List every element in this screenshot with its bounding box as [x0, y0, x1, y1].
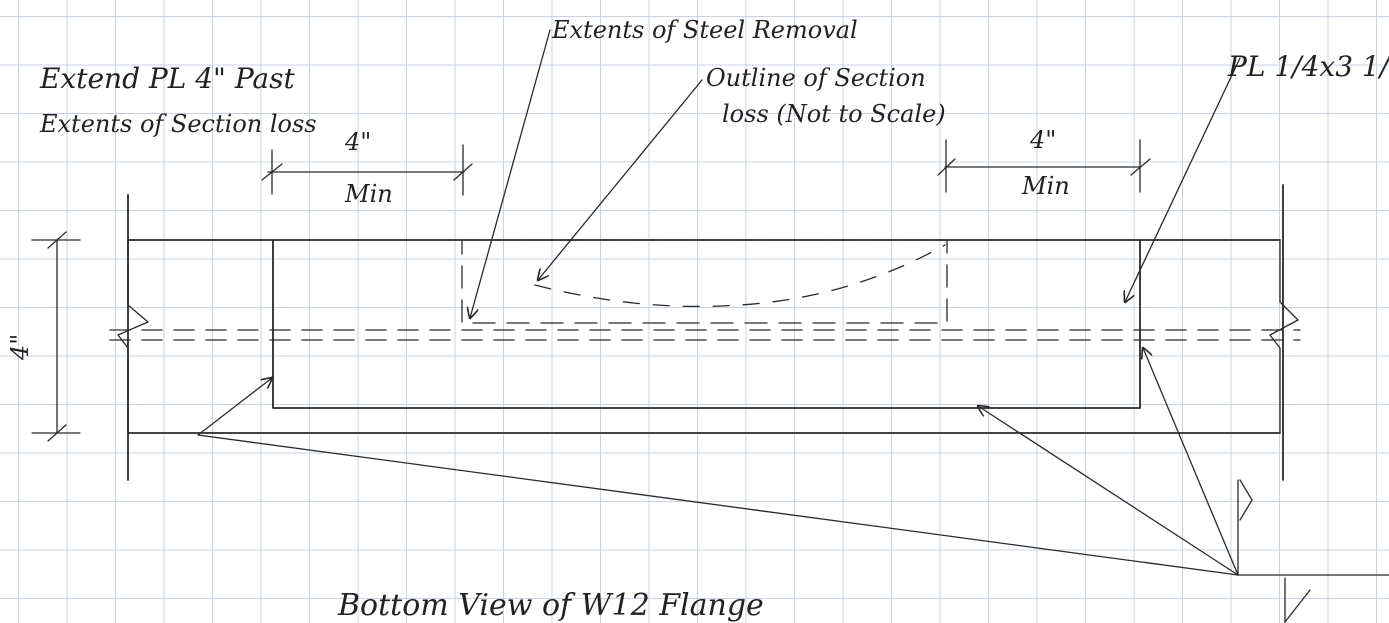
section-loss-label-line2: loss (Not to Scale)	[722, 100, 946, 128]
extend-note-line1: Extend PL 4" Past	[39, 62, 295, 95]
plate-callout-label: PL 1/4x3 1/2	[1227, 50, 1389, 83]
weld-leaders	[197, 348, 1239, 576]
flange-width-dimension	[31, 231, 81, 442]
left-dimension	[261, 144, 473, 196]
right-dim-min: Min	[1021, 172, 1070, 200]
flange-width-value: 4"	[6, 334, 34, 361]
drawing-title: Bottom View of W12 Flange	[337, 588, 764, 623]
steel-removal-leader	[470, 29, 551, 318]
steel-removal-label: Extents of Steel Removal	[551, 16, 858, 44]
section-loss-label-line1: Outline of Section	[706, 64, 926, 92]
left-dim-min: Min	[344, 180, 393, 208]
right-dimension	[937, 139, 1151, 193]
fillet-weld-symbol	[1237, 479, 1389, 623]
section-loss-outline	[534, 244, 946, 308]
section-loss-leader	[538, 79, 703, 280]
repair-plate-outline	[272, 239, 1141, 409]
steel-removal-extents	[461, 239, 948, 324]
left-dim-value: 4"	[344, 128, 371, 156]
left-break-mark	[117, 239, 149, 434]
plate-leader	[1125, 57, 1241, 302]
right-dim-value: 4"	[1029, 126, 1056, 154]
extend-note-line2: Extents of Section loss	[39, 110, 317, 138]
right-break-mark	[1269, 239, 1299, 434]
flange-outline	[109, 184, 1301, 481]
